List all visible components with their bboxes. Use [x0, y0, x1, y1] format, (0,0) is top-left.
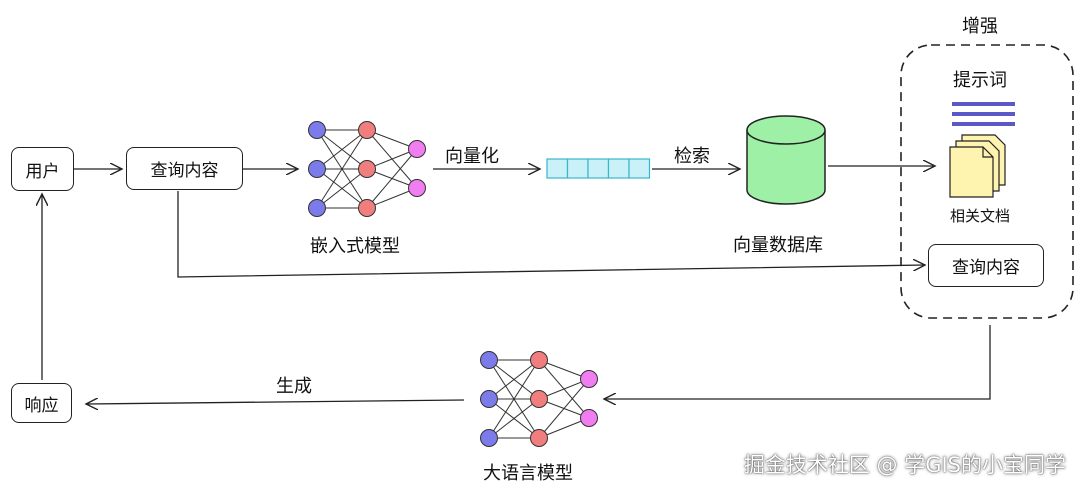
input-node: [480, 429, 498, 447]
user-box: 用户: [11, 147, 74, 191]
vector-cell: [607, 158, 630, 179]
related-docs-label: 相关文档: [950, 207, 1011, 225]
prompt-lines-icon: [952, 102, 1015, 126]
network-edge: [538, 378, 590, 439]
prompt-line: [952, 122, 1015, 126]
embedding-model-label: 嵌入式模型: [310, 236, 400, 257]
hidden-node: [358, 199, 376, 217]
retrieve-label: 检索: [674, 146, 710, 167]
hidden-node: [358, 160, 376, 178]
output-node: [408, 179, 426, 197]
hidden-node: [530, 390, 548, 408]
input-node: [308, 160, 326, 178]
vector-cells: [546, 158, 651, 179]
input-node: [308, 121, 326, 139]
input-node: [480, 390, 498, 408]
network-edge: [316, 129, 368, 209]
vector-db-label: 向量数据库: [733, 235, 823, 256]
network-edge: [316, 168, 368, 209]
vector-cell: [628, 158, 651, 179]
output-node: [580, 409, 598, 427]
augment-query-box: 查询内容: [928, 244, 1044, 287]
vector-database-icon: [746, 115, 826, 205]
arrow-augment-to-llm: [604, 325, 991, 399]
vector-cell: [587, 158, 610, 179]
output-node: [408, 140, 426, 158]
arrow-query-to-augment-query: [177, 191, 925, 278]
vectorize-label: 向量化: [445, 146, 499, 167]
prompt-label: 提示词: [953, 70, 1007, 91]
hidden-node: [530, 429, 548, 447]
watermark: 掘金技术社区 @ 学GIS的小宝同学: [743, 453, 1066, 477]
network-edge: [366, 148, 418, 209]
vector-cell: [546, 158, 569, 179]
input-node: [308, 199, 326, 217]
response-box: 响应: [11, 383, 72, 423]
hidden-node: [530, 351, 548, 369]
llm-network: [480, 351, 598, 447]
vector-cell: [566, 158, 589, 179]
network-edge: [488, 359, 540, 439]
output-node: [580, 370, 598, 388]
query-box: 查询内容: [126, 147, 243, 190]
augment-label: 增强: [962, 16, 998, 37]
input-node: [480, 351, 498, 369]
hidden-node: [358, 121, 376, 139]
network-edge: [488, 398, 540, 439]
arrow-llm-to-response: [86, 400, 465, 404]
prompt-line: [952, 112, 1015, 116]
prompt-line: [952, 102, 1015, 106]
documents-icon: [949, 134, 1006, 198]
generate-label: 生成: [276, 376, 312, 397]
embedding-model-network: [308, 121, 426, 217]
network-edge: [488, 359, 540, 400]
llm-label: 大语言模型: [483, 463, 573, 484]
network-edge: [316, 129, 368, 170]
